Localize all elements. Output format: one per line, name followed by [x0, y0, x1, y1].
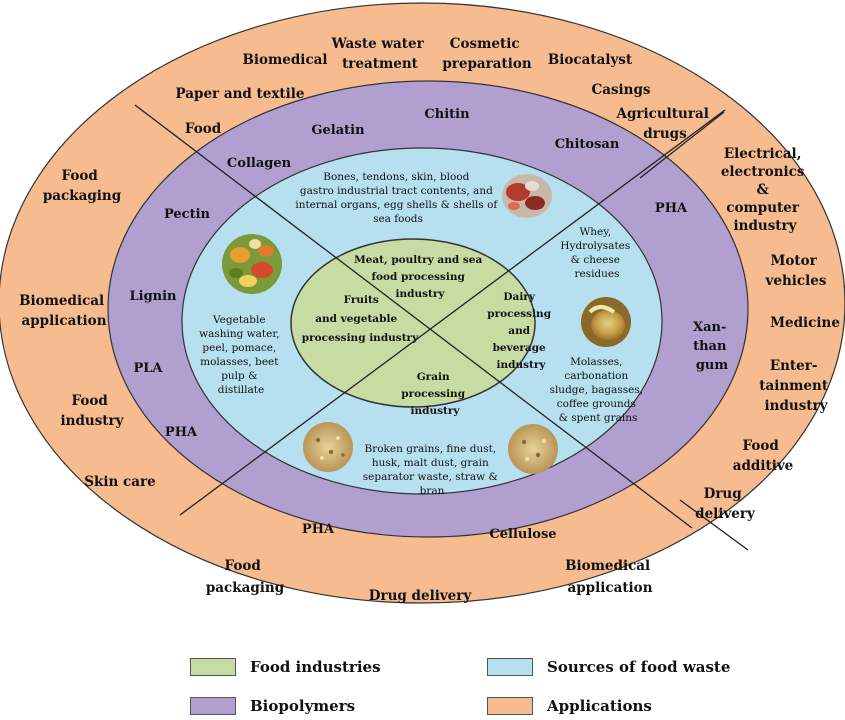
app-food-additive: Food additive: [733, 438, 794, 474]
poly-pla: PLA: [133, 361, 163, 376]
divider-line-top-left: [134, 104, 693, 529]
source-grain: Broken grains, fine dust, husk, malt dus…: [363, 443, 501, 497]
app-agricultural-drugs: Agricultural drugs: [615, 106, 713, 142]
poly-pectin: Pectin: [164, 207, 211, 222]
divider-line-top-right: [179, 109, 726, 516]
food-industries-core: [290, 238, 536, 408]
legend-label-applications: Applications: [547, 697, 652, 715]
legend-applications: Applications: [487, 697, 652, 715]
grain-left-photo: [303, 422, 353, 472]
poly-pha-bottom: PHA: [302, 522, 335, 537]
poly-pha-left: PHA: [165, 425, 198, 440]
app-biomedical: Biomedical: [242, 52, 327, 68]
grain-right-photo: [508, 424, 558, 474]
divider-line-right-lower: [679, 499, 749, 551]
source-fruits-vegetables: Vegetable washing water, peel, pomace, m…: [199, 314, 283, 396]
legend-sources-of-food-waste: Sources of food waste: [487, 658, 730, 676]
meat-seafood-photo: [502, 174, 552, 218]
app-drug-delivery-right: Drug delivery: [695, 486, 756, 522]
legend-biopolymers: Biopolymers: [190, 697, 355, 715]
poly-chitosan: Chitosan: [555, 137, 620, 152]
app-cosmetic: Cosmetic preparation: [442, 36, 532, 72]
legend-food-industries: Food industries: [190, 658, 381, 676]
fruit-vegetable-photo: [222, 234, 282, 294]
poly-chitin: Chitin: [424, 107, 470, 122]
legend-label-food-industries: Food industries: [250, 658, 381, 676]
app-drug-delivery-bottom: Drug delivery: [369, 588, 473, 604]
poly-xanthan-gum: Xan- than gum: [693, 320, 731, 373]
app-paper-textile: Paper and textile: [175, 86, 304, 102]
divider-line-right-upper: [639, 111, 725, 179]
poly-lignin: Lignin: [129, 289, 177, 304]
app-food-top: Food: [185, 121, 222, 137]
poly-cellulose: Cellulose: [489, 527, 556, 542]
app-medicine: Medicine: [770, 315, 840, 331]
app-motor-vehicles: Motor vehicles: [765, 253, 827, 289]
poly-pha-right: PHA: [655, 201, 688, 216]
app-food-packaging-bottom: Food packaging: [206, 558, 285, 596]
app-biomedical-application-bottom: Biomedical application: [565, 558, 655, 596]
industry-grain: Grain processing industry: [401, 371, 468, 417]
industry-fruits-vegetables: Fruits and vegetable processing industry: [302, 294, 419, 344]
poly-gelatin: Gelatin: [311, 123, 365, 138]
app-electrical-electronics: Electrical, electronics & computer indus…: [721, 146, 809, 234]
app-skin-care: Skin care: [84, 474, 155, 490]
app-entertainment: Enter- tainment industry: [759, 358, 833, 414]
legend-label-sources-of-food-waste: Sources of food waste: [547, 658, 731, 676]
legend-swatch-sources-of-food-waste: [487, 658, 533, 676]
app-waste-water: Waste water treatment: [331, 36, 429, 72]
app-food-packaging-left: Food packaging: [43, 168, 122, 204]
source-dairy: Whey, Hydrolysates & cheese residues: [560, 226, 633, 280]
industry-meat-poultry-seafood: Meat, poultry and sea food processing in…: [354, 254, 486, 300]
app-food-industry: Food industry: [61, 393, 125, 429]
app-biocatalyst: Biocatalyst: [548, 52, 633, 68]
app-biomedical-application-left: Biomedical application: [19, 293, 109, 329]
dairy-photo: [581, 297, 631, 347]
app-casings: Casings: [591, 82, 650, 98]
legend-swatch-biopolymers: [190, 697, 236, 715]
industry-dairy-beverage: Dairy processing and beverage industry: [487, 291, 554, 371]
legend-label-biopolymers: Biopolymers: [250, 697, 356, 715]
legend-swatch-food-industries: [190, 658, 236, 676]
poly-collagen: Collagen: [227, 156, 292, 171]
legend-swatch-applications: [487, 697, 533, 715]
source-beverage: Molasses, carbonation sludge, bagasses, …: [550, 356, 647, 424]
source-meat: Bones, tendons, skin, blood gastro indus…: [295, 171, 500, 225]
